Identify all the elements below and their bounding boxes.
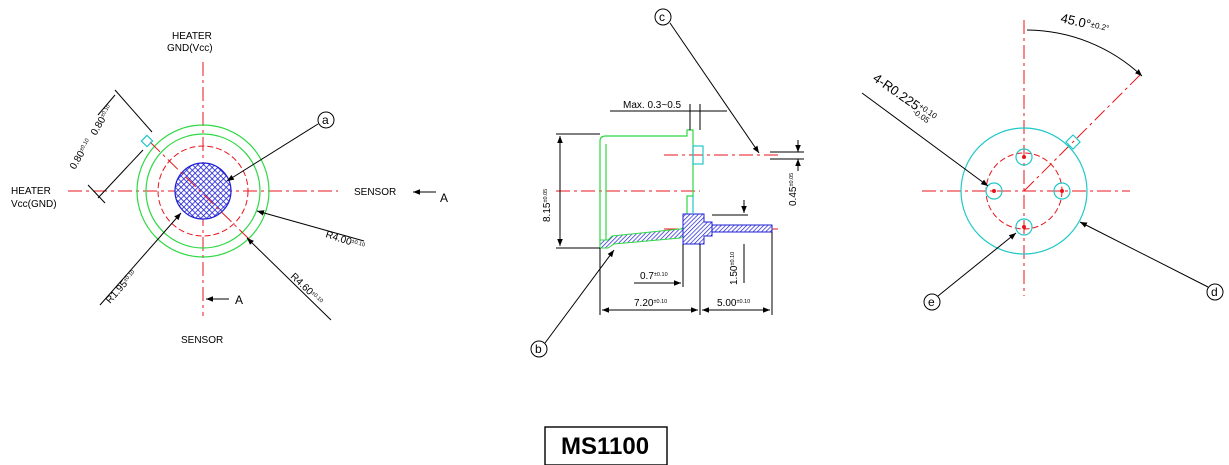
dim-line	[97, 94, 116, 116]
base-outline	[960, 127, 1088, 255]
heater-left-sublabel: Vcc(GND)	[11, 199, 57, 210]
callout-e-circle	[923, 293, 941, 311]
pin-circle	[157, 145, 249, 237]
callout-c-circle	[654, 8, 672, 26]
dim-080-bottom: 0.80±0.10	[68, 137, 94, 171]
callout-d-circle	[1206, 283, 1224, 301]
ext-line	[97, 149, 144, 199]
ext-line	[114, 89, 153, 133]
sensor-right-label: SENSOR	[354, 187, 396, 198]
callout-c-leader	[669, 22, 760, 154]
heater-top-sublabel: GND(Vcc)	[167, 43, 213, 54]
index-tab	[140, 134, 154, 148]
diagonal-center-line	[149, 141, 251, 241]
pin-top-center	[1022, 155, 1026, 159]
callout-e-leader	[937, 232, 1017, 297]
outer-circle	[136, 124, 270, 258]
pin-bottom	[1015, 218, 1033, 236]
callout-b: b	[535, 342, 542, 356]
callout-b-circle	[530, 340, 548, 358]
callout-e: e	[928, 295, 935, 309]
dim-500: 5.00±0.10	[717, 298, 750, 309]
pin-left-center	[992, 189, 996, 193]
r400-leader	[256, 210, 365, 242]
heater-left-label: HEATER	[11, 186, 51, 197]
sensor-mesh	[174, 162, 232, 220]
dim-720: 7.20±0.10	[634, 298, 667, 309]
dim-r460: R4.60±0.10	[288, 271, 325, 307]
r195-leader	[99, 212, 182, 306]
pin-head	[692, 145, 704, 165]
pin-right	[1053, 182, 1071, 200]
base-hatch	[599, 228, 687, 249]
heater-top-label: HEATER	[172, 31, 212, 42]
base-tab	[1065, 134, 1081, 150]
dim-r0225: 4-R0.225+0.10-0.05	[869, 70, 940, 127]
title-block: MS1100	[544, 426, 668, 465]
r0225-leader	[861, 92, 989, 187]
callout-a-circle	[317, 111, 335, 129]
r460-leader	[246, 237, 332, 321]
section-a-right: A	[440, 191, 448, 205]
sensor-bottom-label: SENSOR	[181, 335, 223, 346]
dim-r195: R1.95±0.10	[104, 269, 139, 306]
model-title: MS1100	[561, 433, 649, 460]
callout-a: a	[322, 113, 329, 127]
pin-hatch	[682, 213, 713, 245]
section-a-bottom: A	[235, 293, 243, 307]
pin-left	[985, 182, 1003, 200]
dim-150: 1.50±0.10	[729, 252, 740, 285]
callout-d-leader	[1079, 221, 1209, 288]
angle-arc	[1026, 29, 1143, 77]
callout-c: c	[659, 10, 665, 24]
callout-d: d	[1211, 285, 1218, 299]
callout-b-leader	[544, 249, 615, 344]
pin-bottom-center	[1022, 225, 1026, 229]
front-view: 0.80±0.10 0.80±0.10 HEATER GND(Vcc) HEAT…	[11, 31, 448, 346]
dim-max-gap: Max. 0.3~0.5	[623, 100, 682, 111]
dim-045: 0.45±0.05	[788, 173, 799, 206]
bottom-view: 45.0°±0.2° 4-R0.225+0.10-0.05 d e	[861, 10, 1224, 311]
dim-080-top: 0.80±0.10	[89, 103, 115, 137]
dim-r400: R4.00±0.10	[324, 229, 366, 252]
pin-right-center	[1060, 189, 1064, 193]
pin-lead	[711, 224, 773, 233]
dim-angle: 45.0°±0.2°	[1059, 10, 1110, 36]
right-45-line	[1023, 74, 1141, 192]
callout-a-leader	[226, 123, 319, 182]
title-box	[544, 426, 668, 465]
dim-line	[87, 184, 106, 204]
inner-circle	[145, 133, 261, 249]
pin-top	[1015, 148, 1033, 166]
section-view: Max. 0.3~0.5 8.15±0.05 0.45±0.05 1.50±0.…	[530, 8, 804, 358]
dim-815: 8.15±0.05	[542, 189, 553, 222]
dim-07: 0.7±0.10	[640, 271, 668, 282]
